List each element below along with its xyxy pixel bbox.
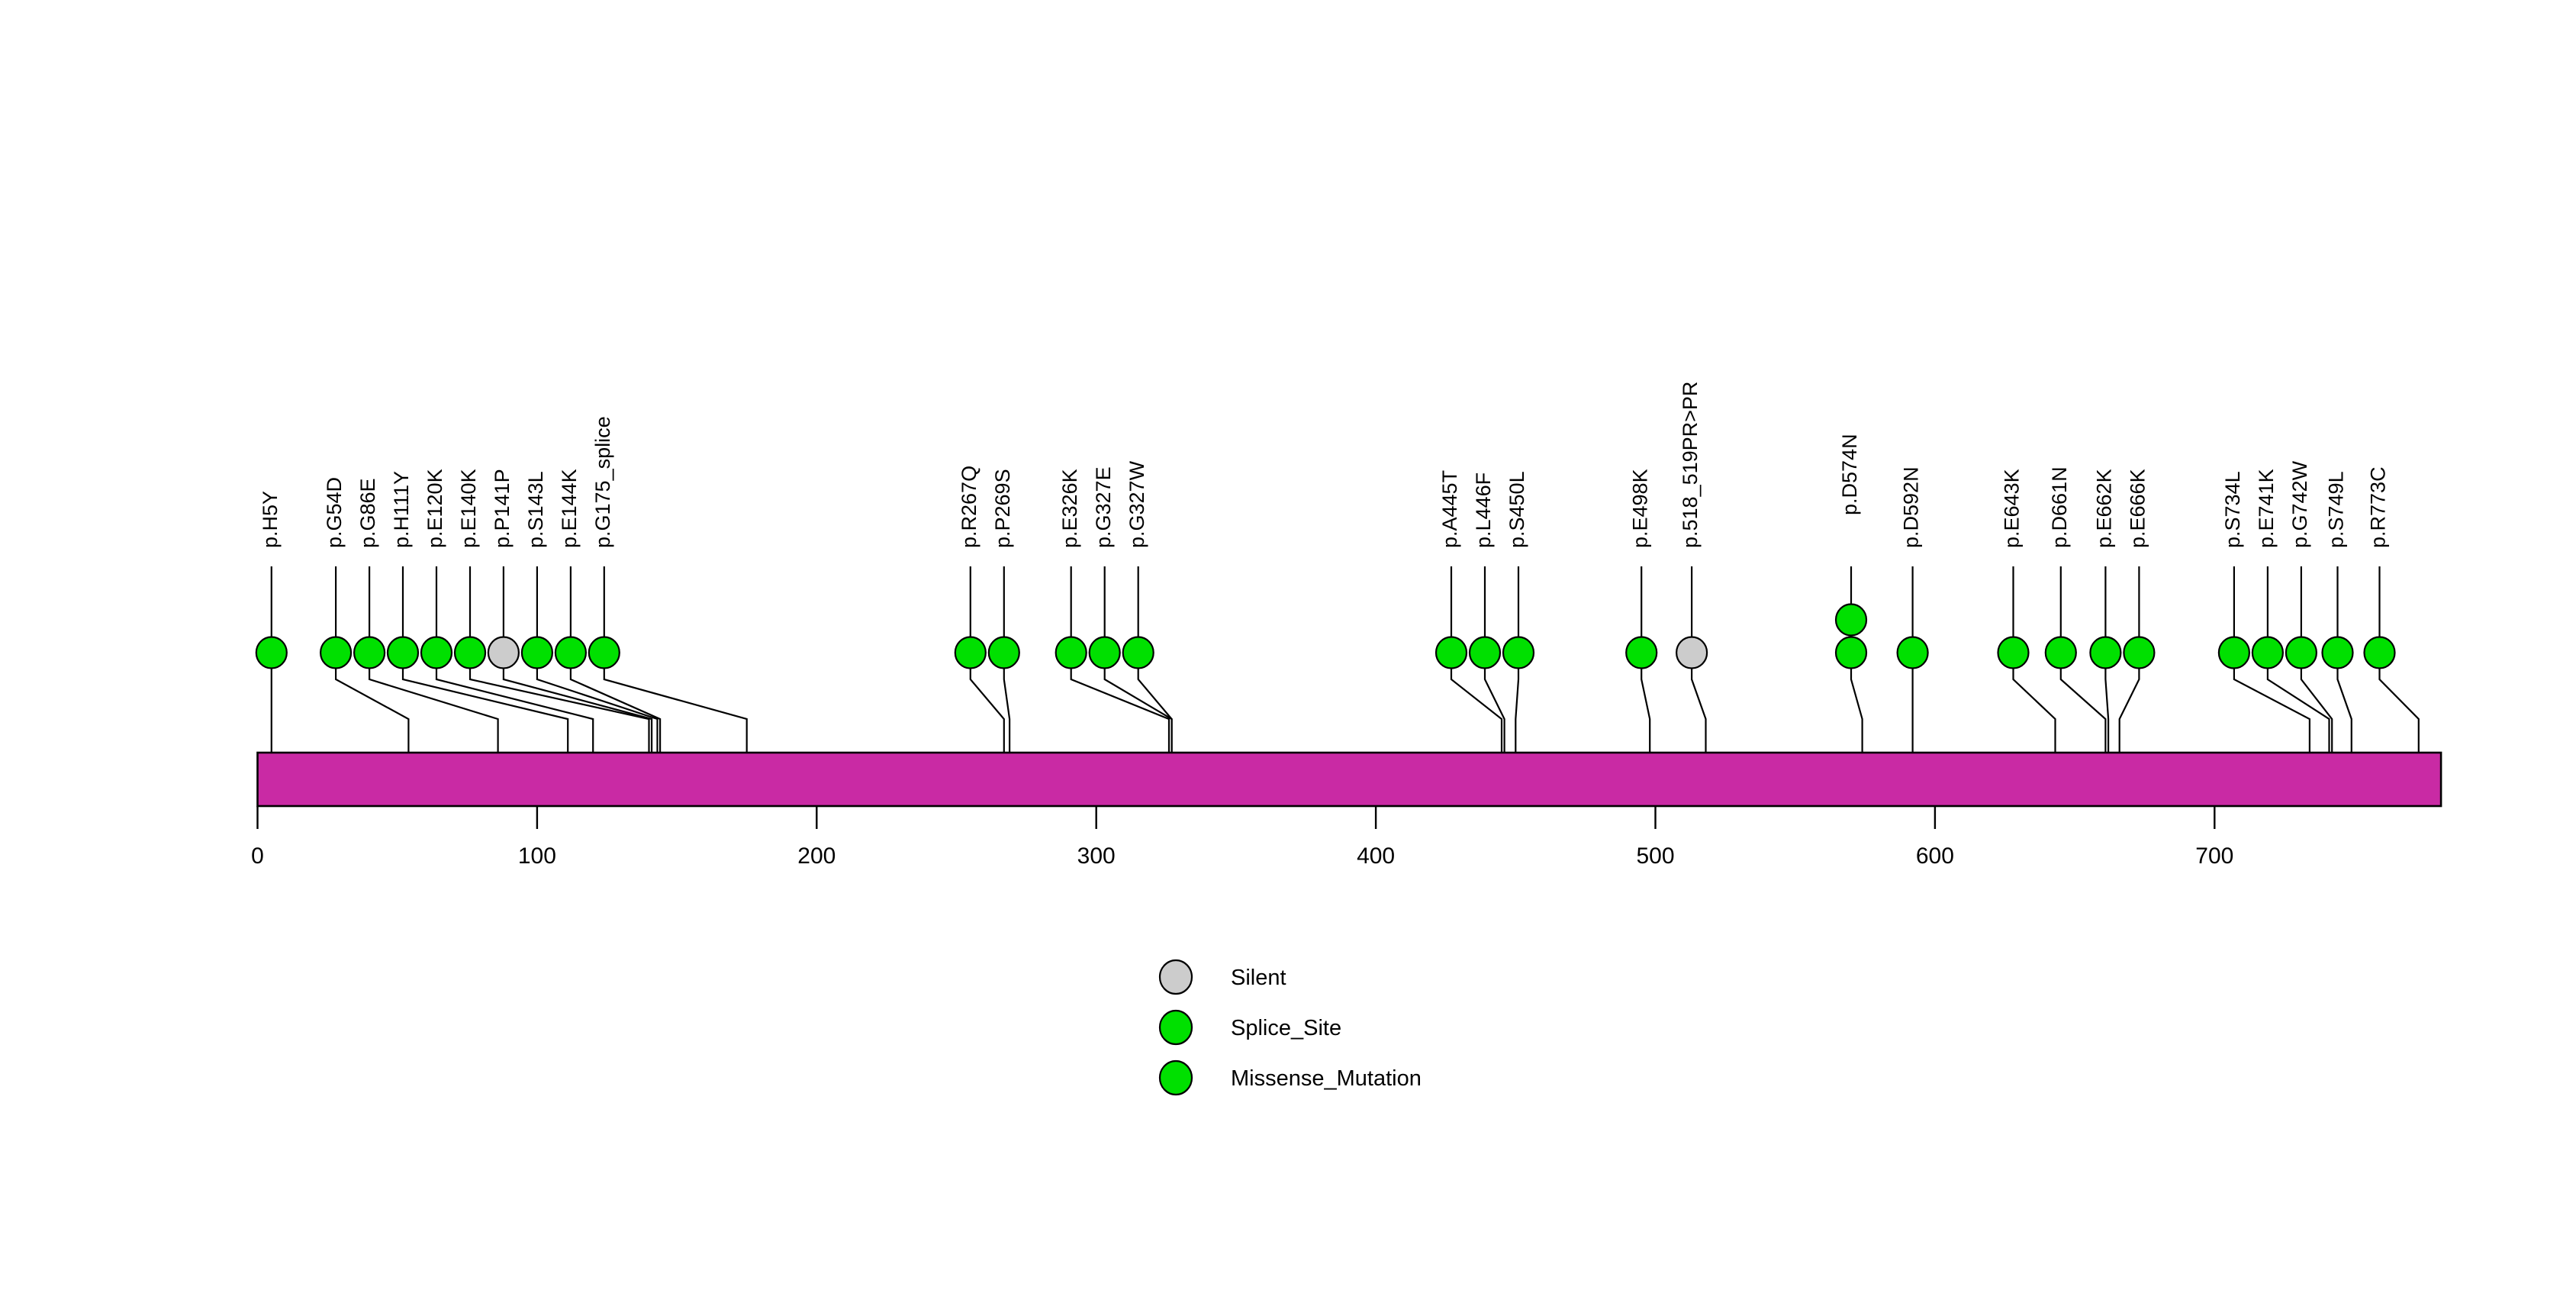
axis-tick-label: 200: [797, 843, 836, 869]
lollipop-marker[interactable]: [2044, 636, 2077, 669]
axis-tick-label: 600: [1916, 843, 1954, 869]
axis-tick-label: 300: [1077, 843, 1116, 869]
lollipop-marker[interactable]: [1834, 636, 1868, 669]
lollipop-marker[interactable]: [320, 636, 353, 669]
mutation-label: p.G54D: [323, 477, 346, 548]
mutation-labels-layer: p.H5Y p.G54D p.G86E p.H111Y p.E120K p.E140K p.…: [259, 382, 2390, 548]
protein-domain-track: [256, 751, 2442, 808]
mutation-label: p.D574N: [1838, 434, 1861, 515]
mutation-label: p.E120K: [423, 469, 446, 548]
mutation-label: p.D592N: [1900, 466, 1923, 548]
mutation-label: p.G742W: [2288, 460, 2311, 548]
lollipop-marker[interactable]: [1896, 636, 1929, 669]
mutation-label: p.E498K: [1628, 469, 1651, 548]
lollipop-marker[interactable]: [453, 636, 487, 669]
x-axis: 0 100 200 300 400 500 600 700: [251, 806, 2233, 869]
mutation-label: p.H5Y: [259, 491, 282, 548]
lollipop-marker[interactable]: [2321, 636, 2354, 669]
lollipop-marker[interactable]: [2251, 636, 2284, 669]
axis-tick-label: 0: [251, 843, 264, 869]
lollipop-marker[interactable]: [520, 636, 554, 669]
mutation-label: p.S734L: [2221, 471, 2244, 548]
mutation-label: p.E140K: [457, 469, 480, 548]
mutation-label: p.E666K: [2127, 469, 2149, 548]
mutation-label: p.G327E: [1092, 466, 1115, 548]
lollipop-marker[interactable]: [987, 636, 1020, 669]
mutation-label: p.A445T: [1438, 470, 1461, 548]
lollipop-marker[interactable]: [1088, 636, 1121, 669]
legend-label: Silent: [1231, 966, 1286, 990]
mutation-label: p.H111Y: [390, 471, 413, 548]
axis-tick-label: 400: [1357, 843, 1395, 869]
legend-swatch: [1158, 1009, 1193, 1046]
lollipop-marker[interactable]: [255, 636, 288, 669]
mutation-label: p.G327W: [1125, 460, 1148, 548]
mutation-label: p.G86E: [356, 478, 379, 548]
mutation-label: p.S450L: [1505, 471, 1528, 548]
lollipop-marker[interactable]: [1676, 636, 1708, 669]
lollipop-marker[interactable]: [954, 636, 987, 669]
legend-label: Splice_Site: [1231, 1016, 1341, 1040]
mutation-label: p.E326K: [1058, 469, 1081, 548]
mutation-label: p.E741K: [2255, 469, 2278, 548]
lollipop-marker[interactable]: [1468, 636, 1502, 669]
mutation-label: p.E643K: [2001, 469, 2024, 548]
mutation-label: p.P141P: [491, 469, 514, 548]
lollipop-marker[interactable]: [1055, 636, 1087, 669]
mutation-label: p.L446F: [1472, 472, 1495, 548]
mutation-label: p.E144K: [558, 469, 581, 548]
axis-tick-label: 700: [2195, 843, 2233, 869]
legend-swatch: [1158, 1059, 1193, 1096]
lollipop-marker[interactable]: [1435, 636, 1468, 669]
protein-track-rect: [256, 751, 2442, 808]
lollipop-marker[interactable]: [1625, 636, 1658, 669]
mutation-label: p.R773C: [2367, 466, 2390, 548]
mutation-label: p.518_519PR>PR: [1679, 382, 1702, 548]
lollipop-marker[interactable]: [554, 636, 588, 669]
mutation-label: p.S749L: [2325, 471, 2348, 548]
lollipop-marker[interactable]: [1997, 636, 2030, 669]
lollipop-marker[interactable]: [2363, 636, 2396, 669]
lollipop-marker[interactable]: [1122, 636, 1154, 669]
mutation-label: p.E662K: [2093, 469, 2116, 548]
lollipop-markers-layer: [255, 603, 2396, 669]
axis-tick-label: 100: [518, 843, 556, 869]
mutation-label: p.R267Q: [958, 466, 980, 548]
legend-label: Missense_Mutation: [1231, 1066, 1422, 1091]
lollipop-marker[interactable]: [487, 636, 520, 669]
mutation-label: p.S143L: [524, 471, 547, 548]
lollipop-marker[interactable]: [420, 636, 453, 669]
legend-swatch: [1158, 959, 1193, 995]
axis-tick-label: 500: [1636, 843, 1674, 869]
lollipop-marker[interactable]: [2285, 636, 2317, 669]
lollipop-marker[interactable]: [2123, 636, 2156, 669]
lollipop-marker[interactable]: [1502, 636, 1535, 669]
lollipop-marker[interactable]: [353, 636, 386, 669]
mutation-label: p.P269S: [991, 469, 1014, 548]
lollipop-marker[interactable]: [386, 636, 420, 669]
lollipop-marker[interactable]: [588, 636, 620, 669]
mutation-label: p.G175_splice: [591, 416, 614, 548]
lollipop-marker[interactable]: [2217, 636, 2250, 669]
lollipop-marker[interactable]: [2089, 636, 2122, 669]
mutation-label: p.D661N: [2048, 466, 2071, 548]
lollipop-marker[interactable]: [1834, 603, 1868, 637]
